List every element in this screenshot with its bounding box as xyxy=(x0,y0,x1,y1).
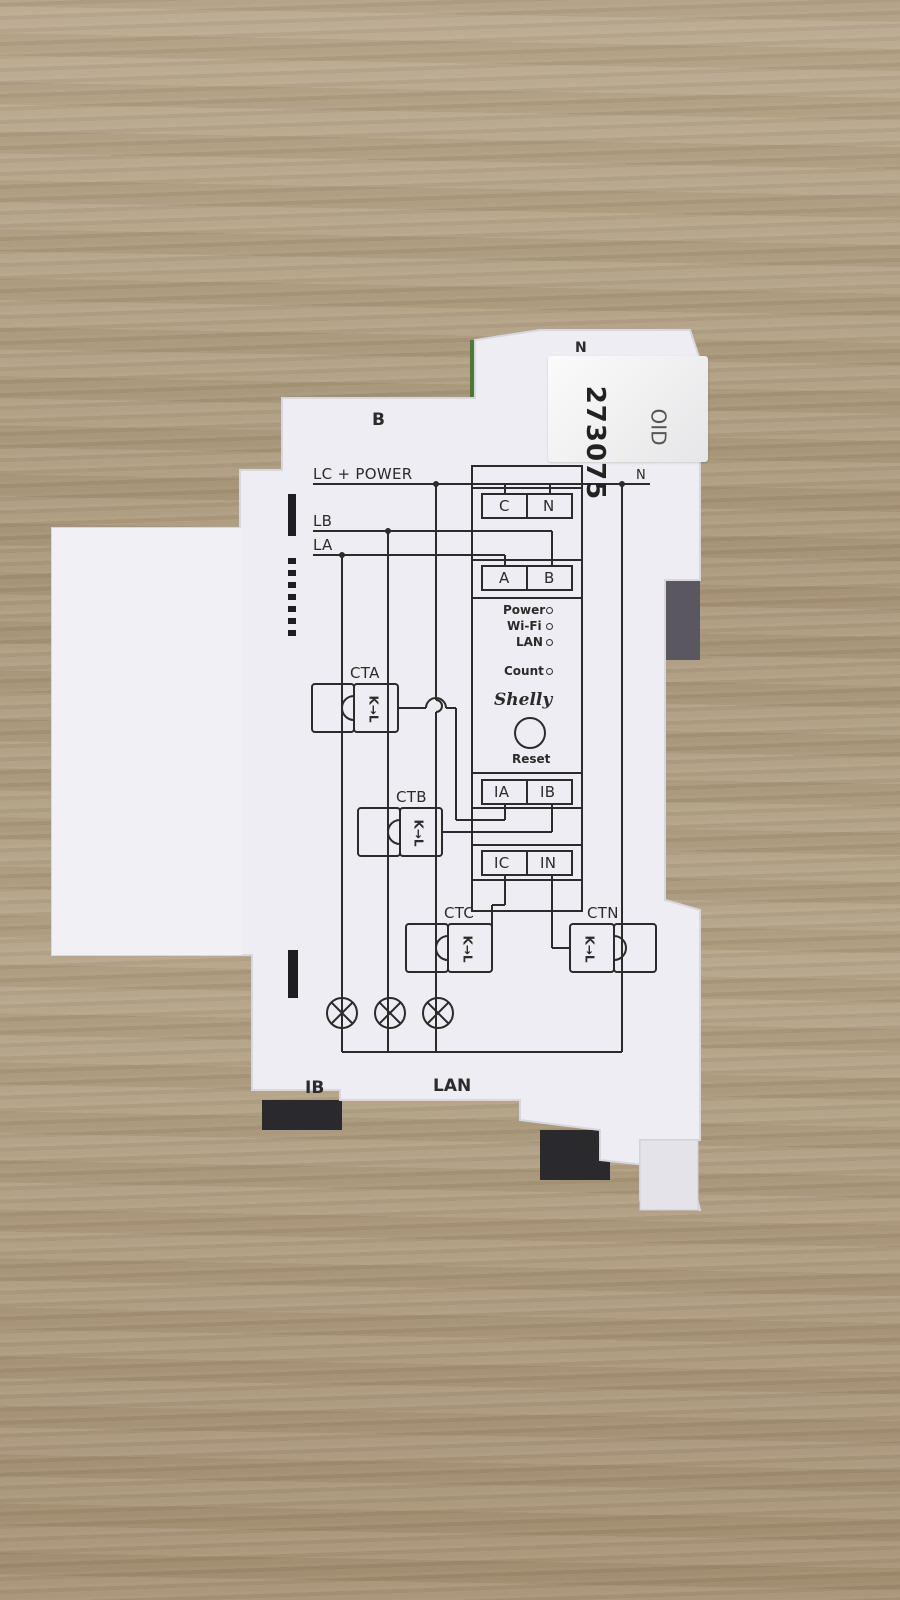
din-latch xyxy=(639,1139,699,1211)
sticker-partial-text: OID xyxy=(646,408,671,446)
terminal-n: N xyxy=(543,497,555,515)
vent-slots xyxy=(288,558,296,636)
led-count-indicator xyxy=(546,668,553,675)
ct-c-direction: K→L xyxy=(460,935,475,963)
bottom-label-ib: IB xyxy=(305,1078,325,1098)
led-power-indicator xyxy=(546,607,553,614)
top-label-n: N xyxy=(575,340,587,356)
ct-c-label: CTC xyxy=(444,904,475,922)
housing-left-wing xyxy=(52,528,242,955)
terminal-in: IN xyxy=(540,854,557,872)
side-shadow xyxy=(660,580,700,660)
bottom-label-in: IN xyxy=(580,1134,601,1154)
led-label-power: Power xyxy=(503,603,546,617)
slot-top xyxy=(288,494,296,536)
label-la: LA xyxy=(313,536,333,554)
ct-n-label: CTN xyxy=(587,904,619,922)
terminal-c: C xyxy=(499,497,510,515)
led-label-wifi: Wi-Fi xyxy=(507,619,542,633)
reset-label[interactable]: Reset xyxy=(512,752,551,766)
bottom-label-lan: LAN xyxy=(433,1076,472,1096)
led-wifi-indicator xyxy=(546,623,553,630)
label-lc-power: LC + POWER xyxy=(313,465,413,483)
ct-n-direction: K→L xyxy=(582,935,597,963)
led-label-lan: LAN xyxy=(516,635,543,649)
slot-bottom xyxy=(288,950,298,998)
brand-logo: Shelly xyxy=(494,690,553,710)
label-n-line: N xyxy=(636,468,647,483)
led-lan-indicator xyxy=(546,639,553,646)
ct-a-label: CTA xyxy=(350,664,380,682)
ct-b-direction: K→L xyxy=(411,819,426,847)
serial-sticker xyxy=(548,356,708,462)
terminal-ib: IB xyxy=(540,783,556,801)
terminal-a: A xyxy=(499,569,510,587)
wiring-diagram xyxy=(311,465,657,1053)
bottom-clip-right xyxy=(540,1130,610,1180)
terminal-ic: IC xyxy=(494,854,510,872)
label-lb: LB xyxy=(313,512,333,530)
top-label-b: B xyxy=(372,410,385,430)
led-label-count: Count xyxy=(504,664,544,678)
junction-dots xyxy=(339,481,625,558)
terminal-b: B xyxy=(544,569,555,587)
ct-a-direction: K→L xyxy=(366,695,381,723)
bottom-clip-left xyxy=(262,1100,342,1130)
ct-b-label: CTB xyxy=(396,788,427,806)
terminal-ia: IA xyxy=(494,783,510,801)
sticker-number: 273075 xyxy=(580,385,610,501)
